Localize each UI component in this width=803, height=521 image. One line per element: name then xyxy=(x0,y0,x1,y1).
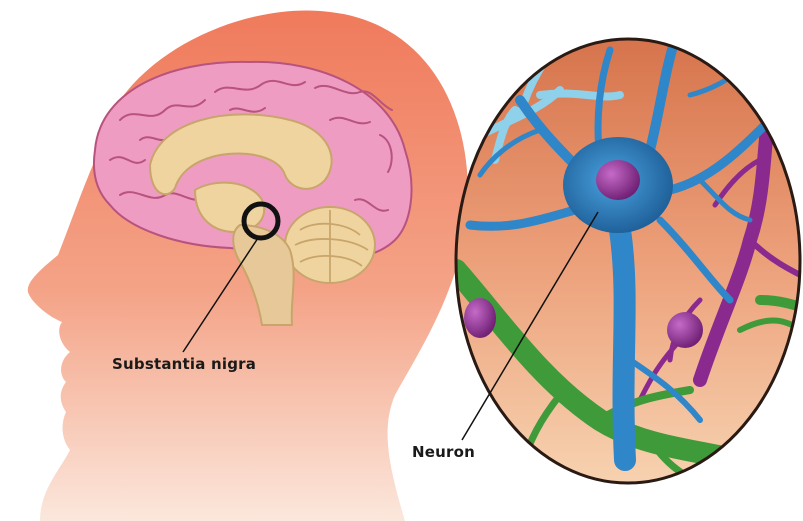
substantia-nigra-label: Substantia nigra xyxy=(112,355,256,373)
neuron-cell-icon xyxy=(456,39,803,490)
neuron-label: Neuron xyxy=(412,443,475,461)
cerebellum xyxy=(285,207,375,283)
